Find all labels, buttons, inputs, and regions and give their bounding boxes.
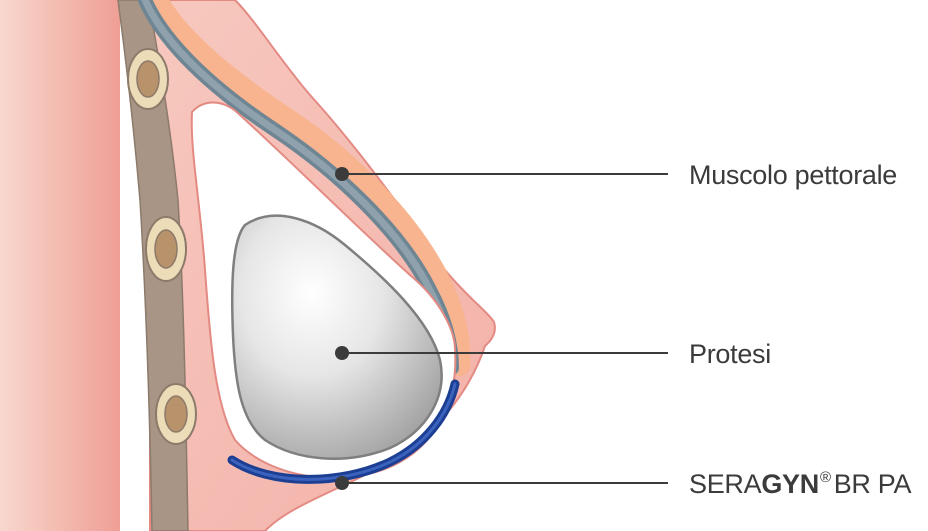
rib-2 bbox=[146, 217, 186, 281]
rib-3 bbox=[156, 384, 196, 444]
chest-wall bbox=[0, 0, 120, 531]
registered-mark: ® bbox=[820, 469, 831, 486]
label-implant: Protesi bbox=[689, 339, 771, 370]
label-mesh: SERAGYN®BR PA bbox=[689, 469, 911, 500]
label-mesh-prefix: SERA bbox=[689, 469, 761, 499]
label-mesh-suffix: BR PA bbox=[834, 469, 912, 499]
callout-muscle bbox=[335, 167, 668, 181]
label-pectoral-muscle: Muscolo pettorale bbox=[689, 160, 897, 191]
label-mesh-brand: GYN bbox=[761, 469, 819, 499]
rib-1 bbox=[128, 49, 168, 109]
callout-mesh bbox=[335, 476, 668, 490]
